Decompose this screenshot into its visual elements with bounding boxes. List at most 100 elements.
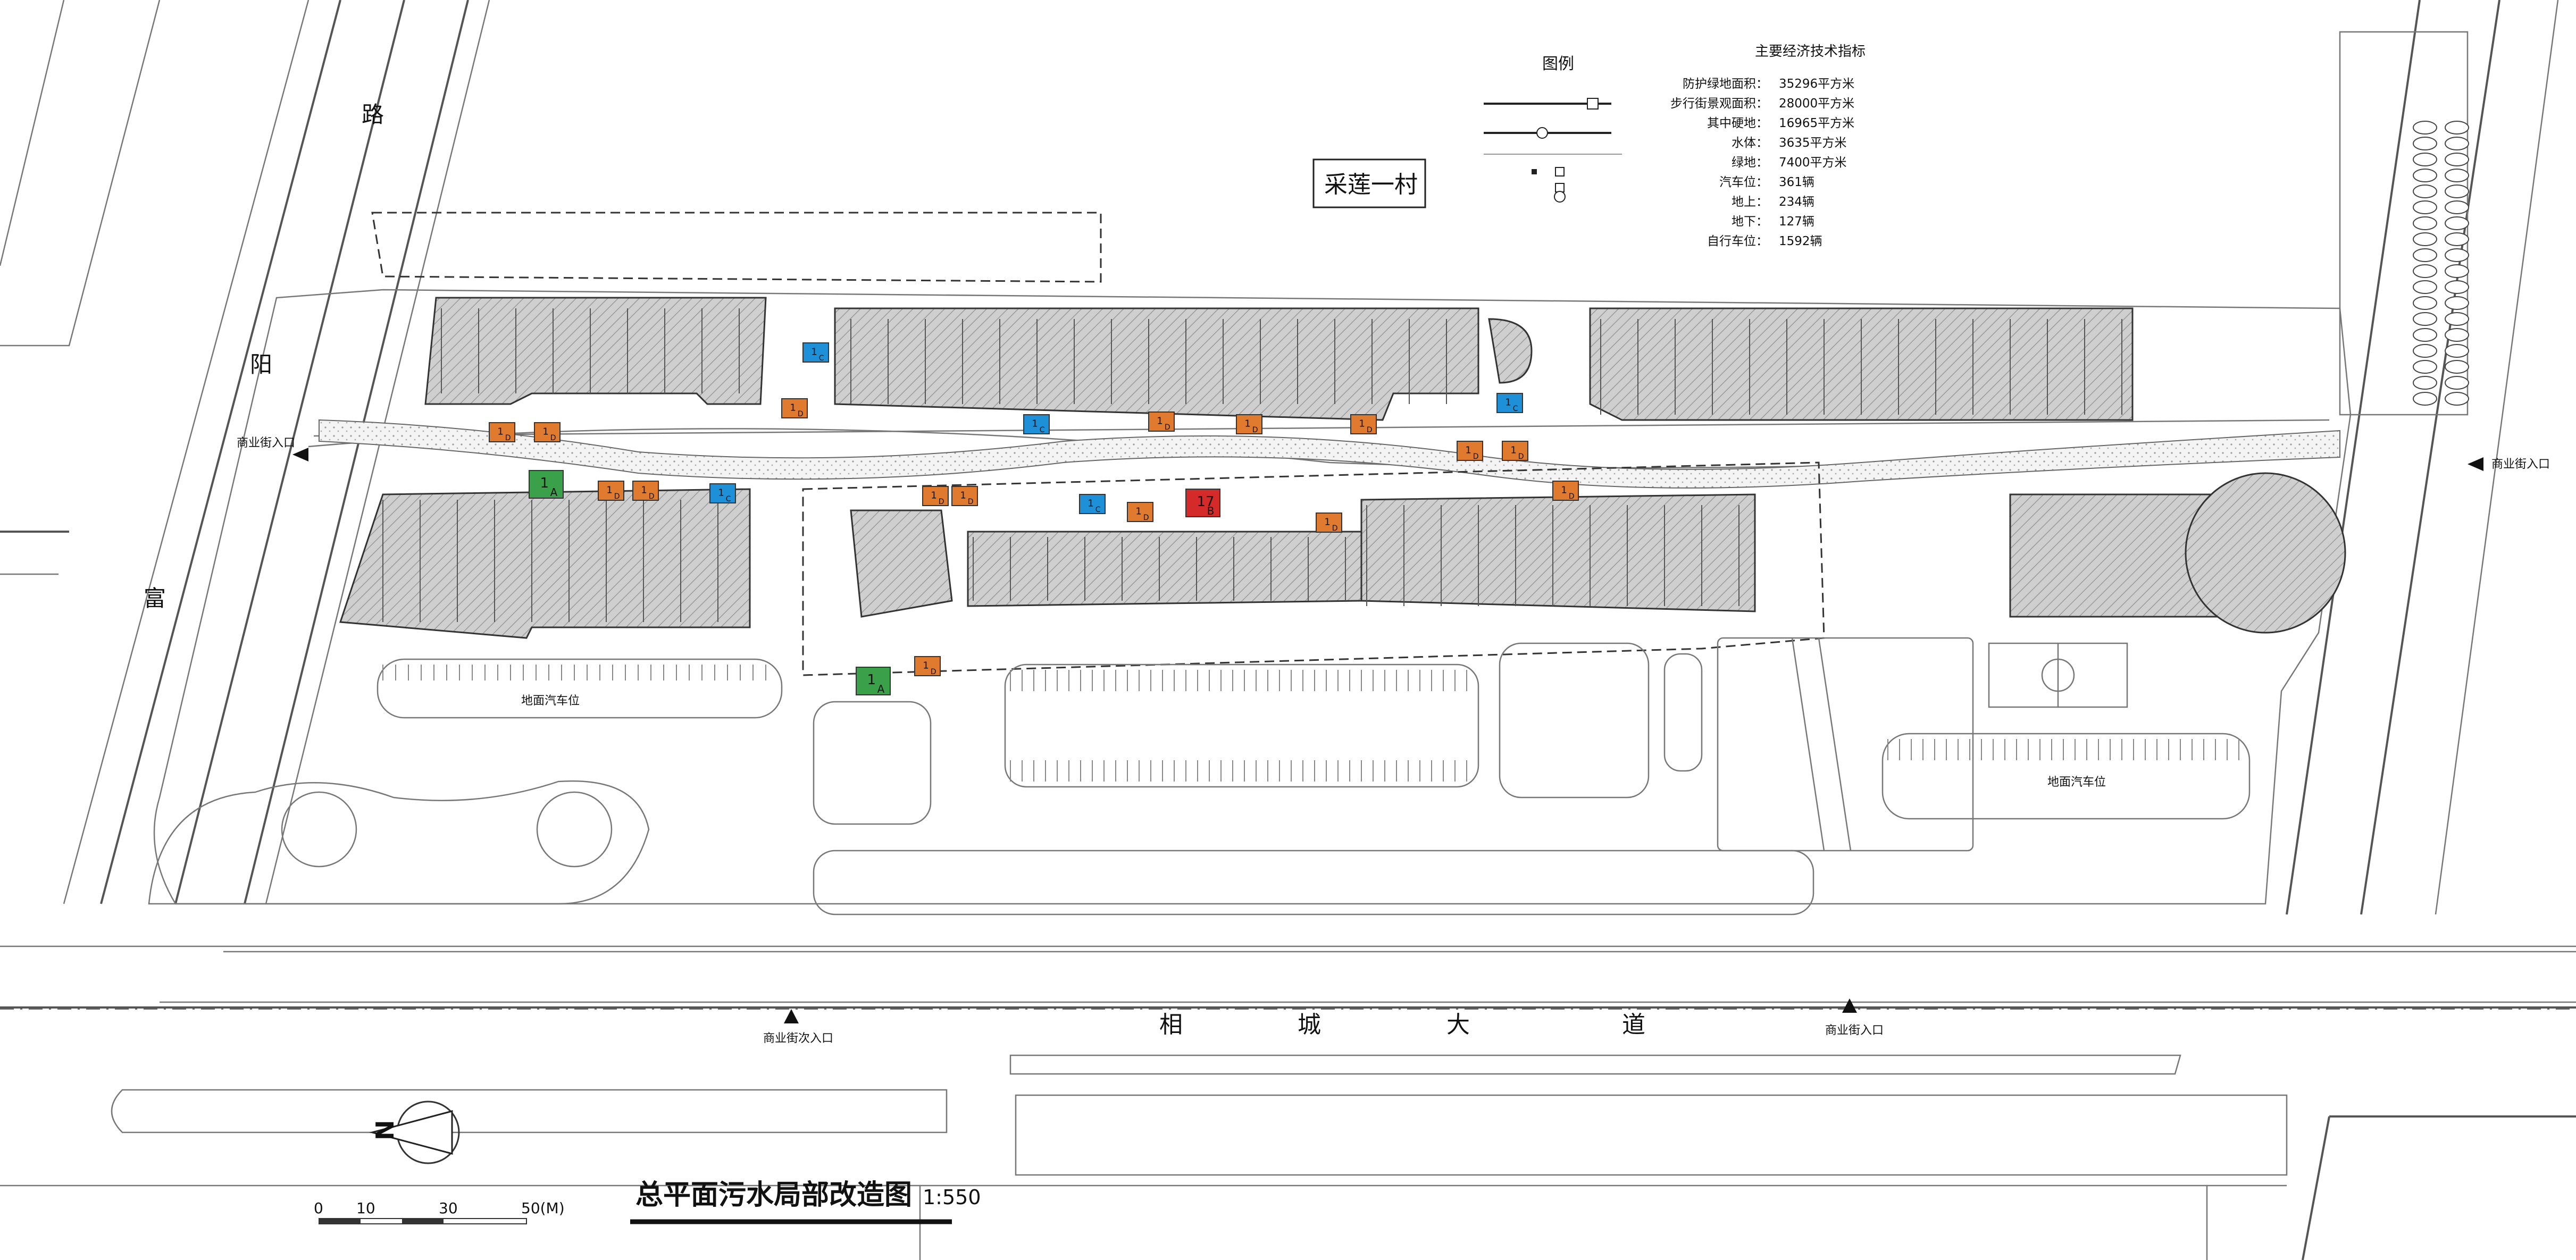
bike-rack xyxy=(2445,153,2469,166)
marker-code: D xyxy=(614,492,620,501)
indicator-label: 其中硬地： xyxy=(1707,116,1768,130)
south-road-char-3: 大 xyxy=(1446,1011,1470,1038)
marker-number: 1 xyxy=(1510,444,1516,456)
marker-number: 1 xyxy=(1359,418,1365,429)
indicator-label: 自行车位： xyxy=(1707,234,1768,248)
entrance-east-arrow xyxy=(2468,457,2483,471)
bike-rack xyxy=(2445,216,2469,230)
scale-tick-0: 0 xyxy=(314,1199,323,1217)
legend-symbol-3 xyxy=(1555,183,1565,192)
marker-box xyxy=(922,486,949,506)
marker-c: 1C xyxy=(1079,494,1106,514)
scale-bar: 0 10 30 50(M) xyxy=(314,1199,565,1224)
indicator-value: 127辆 xyxy=(1779,215,1814,229)
west-road-char-1: 路 xyxy=(362,102,384,128)
west-road-char-3: 富 xyxy=(144,585,166,611)
marker-a: 1A xyxy=(856,667,891,695)
indicator-value: 7400平方米 xyxy=(1779,156,1847,170)
legend-box-1 xyxy=(1587,98,1599,110)
marker-d: 1D xyxy=(1350,414,1377,434)
buildings xyxy=(339,297,2346,639)
marker-d: 1D xyxy=(922,486,949,506)
bike-rack xyxy=(2445,312,2469,326)
bike-rack xyxy=(2445,248,2469,262)
marker-code: D xyxy=(931,668,936,676)
west-road-char-2: 阳 xyxy=(250,351,272,377)
legend-symbol-2 xyxy=(1555,167,1565,177)
marker-number: 17 xyxy=(1197,494,1214,510)
indicator-rows: 防护绿地面积：35296平方米步行街景观面积：28000平方米其中硬地：1696… xyxy=(1670,77,1854,248)
indicator-label: 汽车位： xyxy=(1719,175,1768,189)
marker-number: 1 xyxy=(1465,444,1471,456)
entrance-south-secondary-arrow xyxy=(784,1009,799,1023)
marker-number: 1 xyxy=(641,484,647,495)
bike-rack xyxy=(2445,121,2469,135)
marker-box xyxy=(914,656,941,676)
marker-b: 17B xyxy=(1185,489,1220,517)
bike-rack xyxy=(2413,232,2437,246)
place-label-frame xyxy=(1312,158,1426,208)
bike-rack xyxy=(2445,232,2469,246)
marker-code: D xyxy=(798,410,804,418)
marker-box xyxy=(951,486,978,506)
entrance-west-label: 商业街入口 xyxy=(237,436,295,450)
entrance-west-arrow xyxy=(292,448,308,461)
indicators-title: 主要经济技术指标 xyxy=(1755,44,1866,60)
indicator-value: 35296平方米 xyxy=(1779,77,1854,91)
south-road-char-2: 城 xyxy=(1298,1011,1321,1038)
marker-box xyxy=(529,470,564,499)
indicator-value: 361辆 xyxy=(1779,175,1814,189)
marker-code: D xyxy=(1473,452,1479,461)
marker-code: D xyxy=(1569,492,1575,501)
marker-box xyxy=(856,667,891,695)
bike-rack xyxy=(2413,264,2437,278)
bike-rack xyxy=(2413,328,2437,342)
bike-rack xyxy=(2413,344,2437,358)
indicator-value: 3635平方米 xyxy=(1779,136,1847,150)
legend-symbol-1 xyxy=(1532,169,1537,174)
indicator-label: 水体： xyxy=(1732,136,1768,150)
scale-tick-10: 10 xyxy=(356,1199,375,1217)
marker-d: 1D xyxy=(534,422,561,442)
south-road-char-4: 道 xyxy=(1622,1011,1645,1038)
marker-code: C xyxy=(819,354,824,363)
building-column-grid xyxy=(382,308,2122,622)
marker-box xyxy=(598,481,624,501)
marker-number: 1 xyxy=(1505,397,1511,408)
entrance-south-secondary-label: 商业街次入口 xyxy=(763,1032,833,1045)
marker-box xyxy=(632,481,659,501)
bike-rack xyxy=(2413,392,2437,406)
marker-d: 1D xyxy=(1316,513,1342,533)
bike-rack xyxy=(2413,184,2437,198)
scale-bar-seg-1 xyxy=(319,1219,361,1224)
marker-box xyxy=(1023,414,1050,434)
marker-box xyxy=(489,422,515,442)
bike-rack xyxy=(2413,216,2437,230)
marker-c: 1C xyxy=(709,483,736,503)
marker-number: 1 xyxy=(1088,498,1093,509)
bike-rack xyxy=(2445,376,2469,390)
marker-c: 1C xyxy=(802,342,829,363)
indicator-label: 步行街景观面积： xyxy=(1670,97,1768,111)
bike-rack xyxy=(2413,248,2437,262)
marker-d: 1D xyxy=(598,481,624,501)
marker-box xyxy=(1552,481,1579,501)
marker-box xyxy=(1316,513,1342,533)
bike-rack xyxy=(2445,344,2469,358)
bike-rack xyxy=(2445,169,2469,182)
marker-code: D xyxy=(1332,524,1338,533)
legend: 图例 xyxy=(1484,55,1622,203)
marker-code: D xyxy=(1143,514,1149,522)
marker-d: 1D xyxy=(1148,411,1175,432)
legend-symbol-4 xyxy=(1554,191,1566,203)
marker-c: 1C xyxy=(1023,414,1050,434)
bike-rack xyxy=(2413,200,2437,214)
bike-rack xyxy=(2413,376,2437,390)
marker-a: 1A xyxy=(529,470,564,499)
marker-box xyxy=(781,398,808,418)
scale-bar-seg-2 xyxy=(402,1219,444,1224)
bike-rack xyxy=(2413,153,2437,166)
marker-number: 1 xyxy=(1032,418,1038,429)
marker-code: C xyxy=(1040,426,1045,434)
